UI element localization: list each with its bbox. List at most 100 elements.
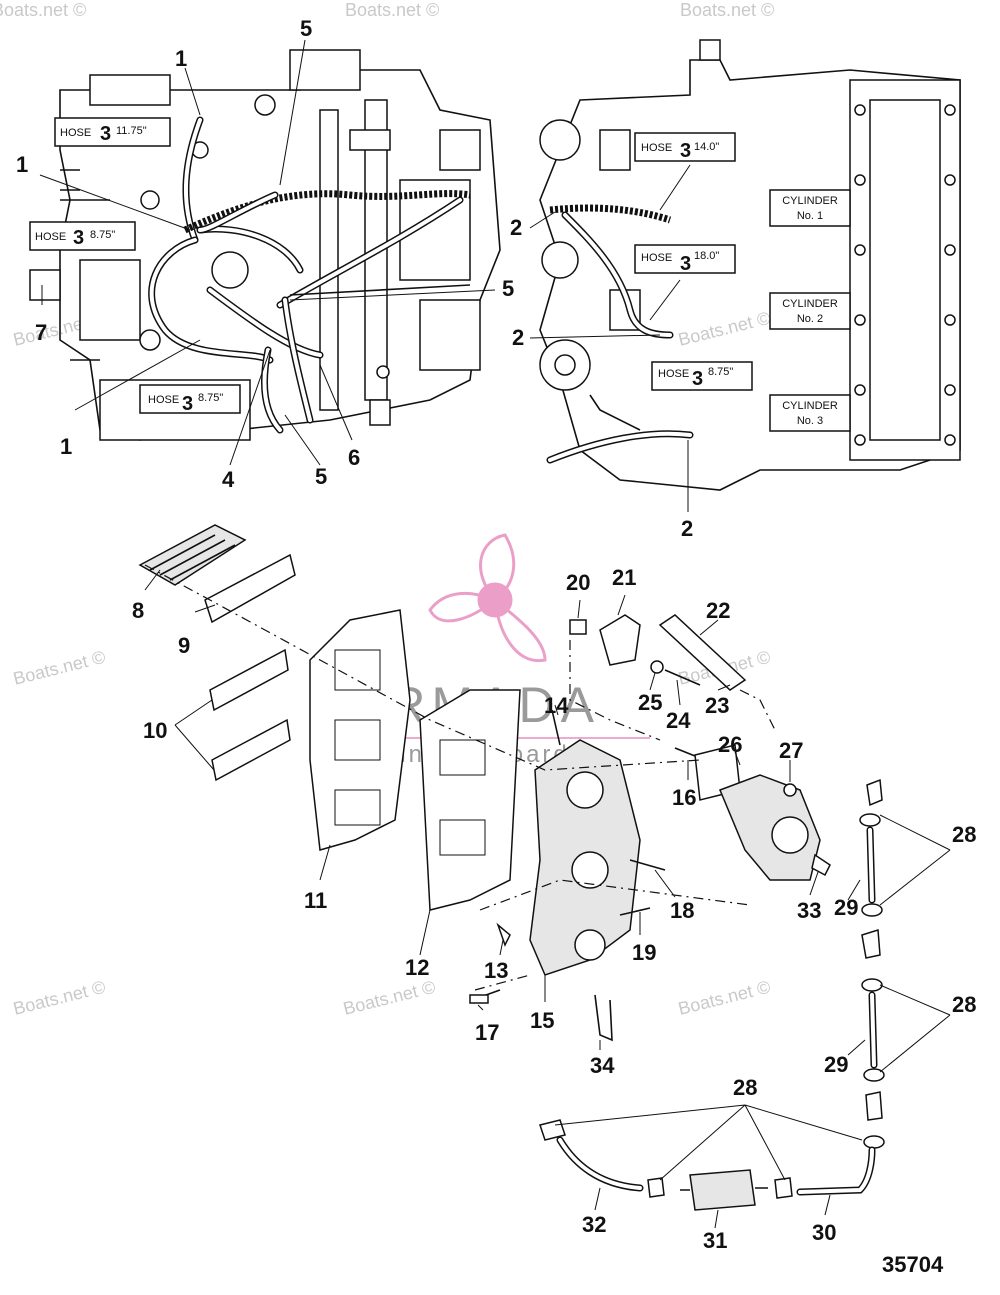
callout-28: 28 [733,1075,757,1100]
callout-1: 1 [16,152,28,177]
cylinder-label: CYLINDER No. 2 [769,292,851,330]
hose-label-length: 18.0" [694,250,719,262]
bushing [569,619,587,635]
watermark-text: Boats.net © [341,977,437,1019]
cylinder-label-title: CYLINDER [782,400,838,412]
callout-2: 2 [681,516,693,541]
cylinder-label-title: CYLINDER [782,195,838,207]
hose-label-number: 3 [680,140,691,162]
callout-26: 26 [718,732,742,757]
watermark-text: Boats.net © [11,647,107,689]
cylinder-label: CYLINDER No. 1 [769,189,851,227]
callout-17: 17 [475,1020,499,1045]
hose-label-number: 3 [680,253,691,275]
callout-10: 10 [143,718,167,743]
propeller-logo [428,533,547,663]
cylinder-label-number: No. 1 [797,210,823,222]
cover-bolts [854,104,956,446]
callout-5: 5 [300,16,312,41]
callout-11: 11 [304,888,327,913]
hose-label-box: HOSE 3 11.75" [54,117,171,147]
hose-label-length: 11.75" [116,125,147,137]
cylinder-label-number: No. 2 [797,313,823,325]
hose-label-word: HOSE [658,368,689,380]
hose-label-word: HOSE [641,142,672,154]
hose-label-length: 8.75" [90,229,115,241]
callout-18: 18 [670,898,694,923]
cylinder-label-number: No. 3 [797,415,823,427]
hose-label-number: 3 [182,393,193,415]
exploded-parts: 8 9 10 11 12 13 14 15 16 17 18 19 20 21 … [132,524,976,1253]
hose-label-box: HOSE 3 14.0" [634,132,736,162]
callout-14: 14 [544,693,569,718]
callout-16: 16 [672,785,696,810]
engine-port-view: HOSE 3 11.75" HOSE 3 8.75" HOSE 3 8.75" … [16,16,514,492]
callout-30: 30 [812,1220,836,1245]
hose-label-word: HOSE [641,252,672,264]
callout-29: 29 [824,1052,848,1077]
engine-starboard-view: HOSE 3 14.0" HOSE 3 18.0" HOSE 3 8.75" C… [510,39,961,541]
hose-label-number: 3 [692,368,703,390]
callout-1: 1 [60,434,72,459]
callout-34: 34 [590,1053,615,1078]
callout-32: 32 [582,1212,606,1237]
hose-label-box: HOSE 3 8.75" [139,384,241,415]
fuel-linkage [599,614,641,666]
callout-2: 2 [510,215,522,240]
callout-29: 29 [834,895,858,920]
callout-2: 2 [512,325,524,350]
watermark-text: Boats.net © [680,0,774,20]
callout-7: 7 [35,320,47,345]
callout-12: 12 [405,955,429,980]
hose-label-length: 8.75" [708,366,733,378]
hose-label-word: HOSE [148,394,179,406]
reed-plate [211,718,291,782]
watermark-text: Boats.net © [0,0,86,20]
callout-15: 15 [530,1008,554,1033]
watermark-text: Boats.net © [11,977,107,1019]
hose-label-length: 8.75" [198,392,223,404]
callout-5: 5 [315,464,327,489]
callout-8: 8 [132,598,144,623]
callout-20: 20 [566,570,590,595]
callout-27: 27 [779,738,803,763]
manifold-gasket [419,689,521,911]
reed-gasket [204,553,296,624]
callout-5: 5 [502,276,514,301]
watermark-text: Boats.net © [676,977,772,1019]
hose-label-word: HOSE [60,127,91,139]
callout-25: 25 [638,690,662,715]
reed-plate [209,648,289,712]
callout-22: 22 [706,598,730,623]
reed-block [138,524,247,586]
callout-13: 13 [484,958,508,983]
cylinder-label-title: CYLINDER [782,298,838,310]
callout-33: 33 [797,898,821,923]
callout-23: 23 [705,693,729,718]
hose-label-number: 3 [73,227,84,249]
hose-label-number: 3 [100,123,111,145]
callout-31: 31 [703,1228,727,1253]
callout-28: 28 [952,992,976,1017]
watermark-text: Boats.net © [676,308,772,350]
callout-9: 9 [178,633,190,658]
hose-label-word: HOSE [35,231,66,243]
callout-1: 1 [175,46,187,71]
callout-28: 28 [952,822,976,847]
fuel-filter [689,1169,756,1211]
hose-label-box: HOSE 3 8.75" [651,361,753,391]
callout-4: 4 [222,467,235,492]
intake-gasket [309,609,411,851]
cylinder-label: CYLINDER No. 3 [769,394,851,432]
hose-label-box: HOSE 3 8.75" [29,221,136,251]
callout-19: 19 [632,940,656,965]
callout-21: 21 [612,565,636,590]
hose-label-box: HOSE 3 18.0" [634,244,736,275]
watermark-text: Boats.net © [345,0,439,20]
hose-label-length: 14.0" [694,141,719,153]
figure-number: 35704 [882,1252,944,1277]
callout-6: 6 [348,445,360,470]
primer-hose [658,614,747,691]
callout-24: 24 [666,708,691,733]
